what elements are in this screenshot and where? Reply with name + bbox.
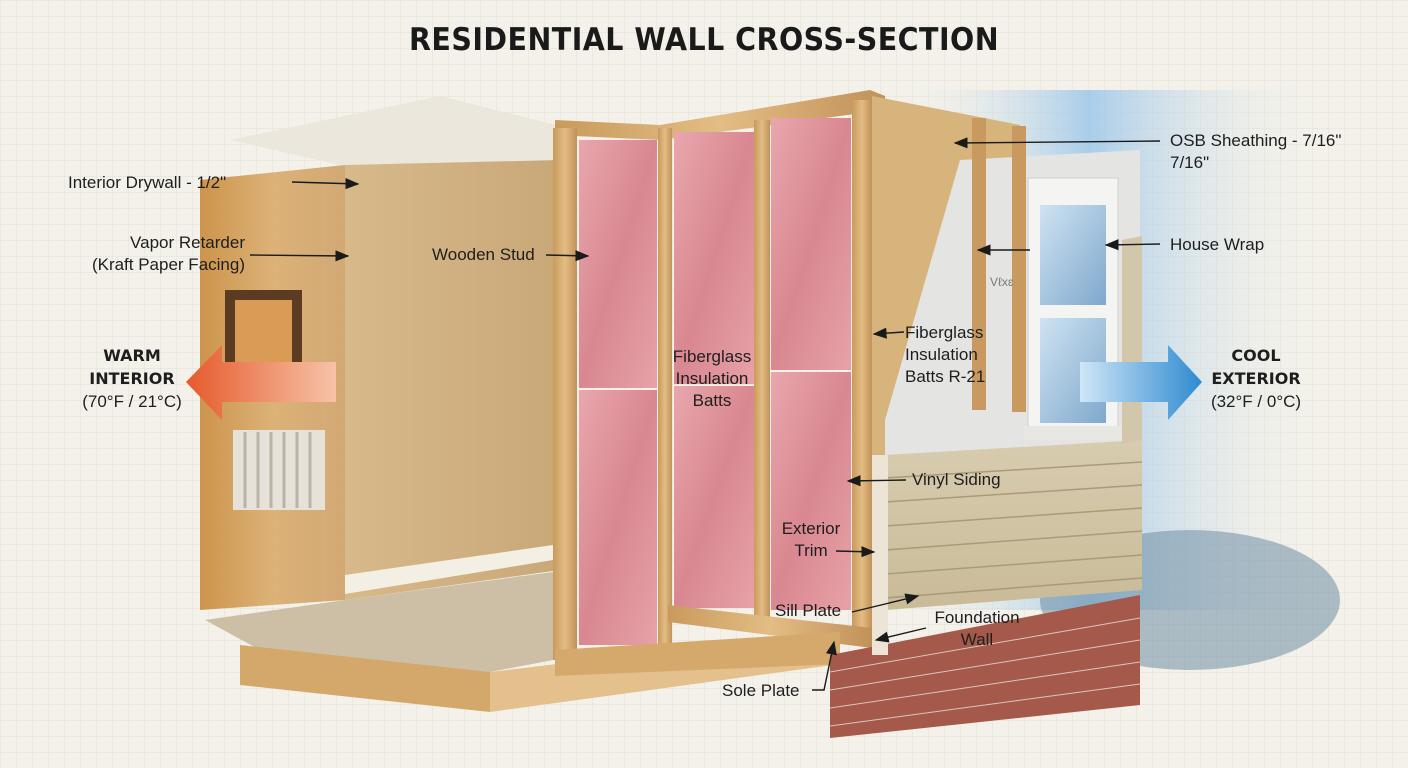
label-insulation-r21-line1: Fiberglass	[905, 323, 984, 342]
leader-foundation-wall	[874, 627, 927, 643]
warm-heat-arrow	[186, 345, 336, 420]
label-osb-sheathing: OSB Sheathing - 7/16" 7/16"	[1170, 130, 1341, 174]
window-sill	[1024, 426, 1124, 440]
insulation-batt-1-bottom	[579, 390, 657, 645]
radiator-fins	[243, 432, 312, 508]
label-sole-plate: Sole Plate	[722, 681, 800, 700]
label-wooden-stud: Wooden Stud	[432, 245, 535, 264]
warm-interior-line1: WARM	[103, 346, 161, 365]
leader-sole-plate	[812, 640, 837, 691]
foundation-wall-bricks	[830, 595, 1140, 738]
cool-exterior-callout: COOL EXTERIOR (32°F / 0°C)	[1186, 344, 1326, 413]
ceiling	[230, 96, 560, 165]
window-glass-top	[1040, 205, 1106, 305]
interior-room	[200, 96, 840, 712]
label-osb-line1: OSB Sheathing - 7/16"	[1170, 131, 1342, 150]
insulation-batt-2-top	[674, 132, 754, 384]
stud-inner-1	[658, 128, 672, 648]
leader-sill-plate	[851, 593, 920, 613]
room-side-wall	[345, 160, 560, 600]
label-vapor-retarder-line2: (Kraft Paper Facing)	[91, 255, 245, 274]
warm-interior-callout: WARM INTERIOR (70°F / 21°C)	[62, 344, 202, 413]
picture-canvas	[235, 300, 292, 370]
leader-vinyl-siding	[846, 475, 907, 487]
siding-lap-lines	[884, 461, 1143, 599]
leader-osb	[953, 137, 1161, 149]
furring-strip-1	[972, 118, 986, 410]
label-insulation-r21-line2: Insulation	[905, 345, 978, 364]
exterior-side: Vℓxɛ	[829, 96, 1143, 738]
brick-mortar-lines	[829, 617, 1141, 727]
leader-insulation-r21	[872, 327, 905, 339]
stud-inner-2	[754, 120, 770, 625]
label-osb-line2: 7/16"	[1170, 153, 1210, 172]
label-foundation-wall-line2: Wall	[960, 630, 994, 649]
side-siding-strip	[1122, 236, 1142, 444]
carpet-floor	[205, 572, 553, 672]
leader-house-wrap	[1104, 239, 1161, 251]
leader-interior-drywall	[291, 178, 360, 190]
label-exterior-trim: Exterior Trim	[770, 518, 852, 562]
label-foundation-wall: Foundation Wall	[925, 607, 1029, 651]
label-insulation-r21-line3: Batts R-21	[905, 367, 986, 386]
label-exterior-trim-line1: Exterior	[781, 519, 841, 538]
label-insulation-batts-line3: Batts	[692, 391, 732, 410]
cool-exterior-temp: (32°F / 0°C)	[1210, 392, 1302, 411]
label-foundation-wall-line1: Foundation	[934, 608, 1020, 627]
label-insulation-batts-line1: Fiberglass	[672, 347, 752, 366]
insulation-batt-3-bottom	[771, 372, 851, 610]
warm-interior-temp: (70°F / 21°C)	[82, 392, 182, 411]
insulation-batt-3-top	[771, 118, 851, 370]
stud-right	[852, 100, 872, 630]
wall-frame	[553, 90, 885, 676]
furring-strip-2	[1012, 126, 1026, 412]
warm-interior-line2: INTERIOR	[89, 369, 175, 388]
leader-wooden-stud	[545, 250, 590, 262]
label-interior-drywall: Interior Drywall - 1/2"	[68, 173, 227, 192]
leader-exterior-trim	[835, 546, 876, 558]
top-plate	[555, 90, 885, 140]
leader-vapor-retarder	[249, 250, 350, 262]
leader-lines	[249, 137, 1161, 691]
label-insulation-r21: Fiberglass Insulation Batts R-21	[905, 322, 985, 388]
label-vapor-retarder: Vapor Retarder (Kraft Paper Facing)	[70, 232, 245, 276]
cool-exterior-line1: COOL	[1231, 346, 1281, 365]
floor-joist-front	[240, 645, 490, 712]
stud-left	[553, 128, 577, 660]
label-insulation-batts-line2: Insulation	[675, 369, 749, 388]
insulation-batt-2-bottom	[674, 386, 754, 608]
exterior-trim-board	[872, 455, 888, 655]
label-insulation-batts: Fiberglass Insulation Batts	[662, 346, 762, 412]
house-wrap-print: Vℓxɛ	[990, 275, 1014, 289]
label-vapor-retarder-line1: Vapor Retarder	[130, 233, 245, 252]
sole-plate-board	[555, 632, 840, 676]
cool-heat-arrow	[1080, 345, 1202, 420]
page-title: RESIDENTIAL WALL CROSS-SECTION	[408, 22, 1000, 58]
label-exterior-trim-line2: Trim	[794, 541, 828, 560]
label-sill-plate: Sill Plate	[775, 601, 842, 620]
vinyl-siding-panel	[885, 440, 1142, 610]
label-house-wrap: House Wrap	[1170, 235, 1265, 254]
baseboard	[345, 545, 553, 594]
insulation-batt-1-top	[579, 140, 657, 388]
cool-exterior-line2: EXTERIOR	[1211, 369, 1301, 388]
label-vinyl-siding: Vinyl Siding	[912, 470, 1001, 489]
